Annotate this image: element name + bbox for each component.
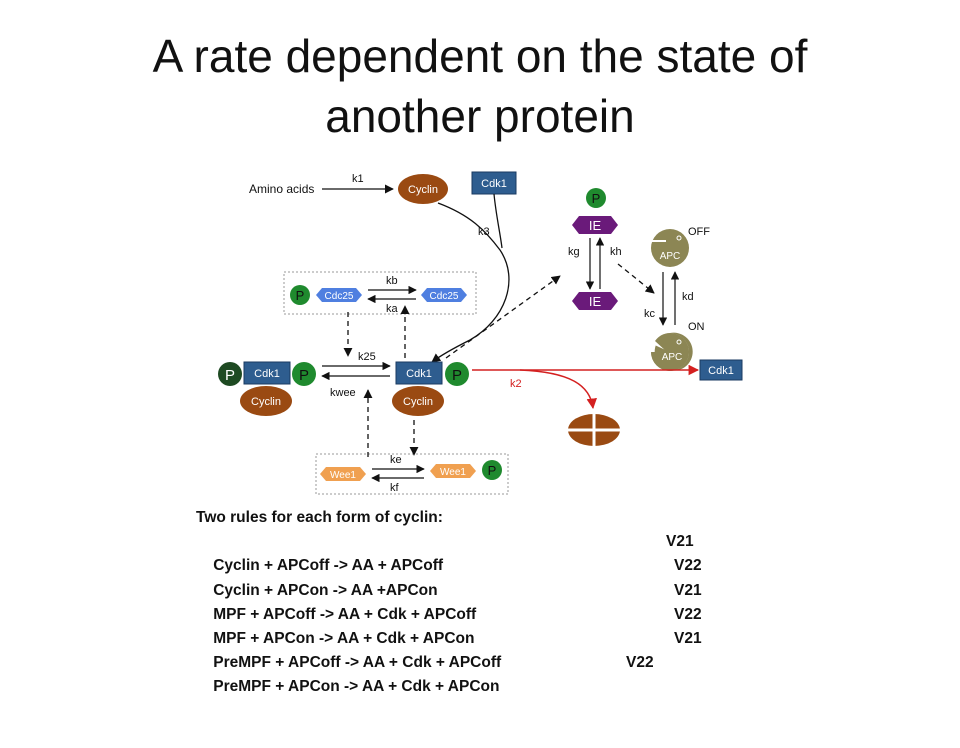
slide-title: A rate dependent on the state of another… — [0, 26, 960, 146]
cdk1-released: Cdk1 — [699, 359, 743, 381]
rule-row: MPF + APCoff -> AA + Cdk + APCoff V21 — [196, 579, 701, 623]
rule-text: Cyclin + APCoff -> AA + APCoff — [213, 557, 444, 575]
rule-row: PreMPF + APCon -> AA + Cdk + APCon V22 — [196, 651, 653, 695]
svg-text:Cyclin: Cyclin — [251, 396, 281, 408]
kd-label: kd — [682, 291, 694, 303]
apc-on: APC ON — [651, 321, 705, 371]
rule-text: MPF + APCoff -> AA + Cdk + APCoff — [213, 605, 477, 623]
svg-text:P: P — [488, 463, 497, 478]
rule-row: PreMPF + APCoff -> AA + Cdk + APCoff V21 — [196, 627, 701, 671]
svg-text:Cdk1: Cdk1 — [254, 368, 280, 380]
title-line-2: another protein — [325, 90, 635, 142]
svg-text:P: P — [299, 367, 309, 384]
k25-label: k25 — [358, 351, 376, 363]
svg-text:APC: APC — [660, 251, 681, 262]
svg-text:Cyclin: Cyclin — [408, 184, 438, 196]
rule-row: Cyclin + APCoff -> AA + APCoff V21 — [196, 530, 693, 574]
svg-text:IE: IE — [589, 294, 602, 309]
ie-phospho: P IE — [572, 188, 618, 234]
kb-label: kb — [386, 275, 398, 287]
cdc25-box — [283, 271, 477, 315]
cdk1-free: Cdk1 — [471, 171, 517, 195]
apc-off: APC OFF — [650, 226, 710, 267]
rule-text: Cyclin + APCon -> AA +APCon — [213, 581, 438, 599]
rule-rate: V21 — [674, 581, 702, 599]
svg-text:Wee1: Wee1 — [440, 467, 466, 478]
k1-label: k1 — [352, 173, 364, 185]
apc-off-label: OFF — [688, 226, 710, 238]
cdk1-joining-line — [493, 193, 503, 249]
kc-label: kc — [644, 308, 656, 320]
rule-rate: V21 — [666, 533, 694, 551]
kg-label: kg — [568, 246, 580, 258]
svg-text:Cdk1: Cdk1 — [481, 178, 507, 190]
rule-text: PreMPF + APCon -> AA + Cdk + APCon — [213, 678, 500, 696]
svg-text:P: P — [296, 288, 305, 303]
rule-rate: V22 — [674, 557, 702, 575]
svg-text:P: P — [452, 367, 462, 384]
k2-label: k2 — [510, 378, 522, 390]
ka-label: ka — [386, 303, 399, 315]
cell-cycle-diagram: Amino acids k1 Cyclin Cdk1 k3 P Cdc25 Cd… — [218, 171, 743, 495]
mpf-ie-activation — [445, 275, 561, 359]
rule-text: PreMPF + APCoff -> AA + Cdk + APCoff — [213, 654, 502, 672]
prempf-complex: P Cdk1 P Cyclin — [218, 361, 316, 416]
svg-text:Cyclin: Cyclin — [403, 396, 433, 408]
rules-header: Two rules for each form of cyclin: — [196, 509, 443, 526]
kwee-label: kwee — [330, 387, 356, 399]
mpf-complex: Cdk1 P Cyclin — [392, 361, 469, 416]
k2-degradation-arrow — [519, 369, 597, 410]
ie-apc-activation — [617, 263, 655, 294]
cdc25-unphospho: Cdc25 — [421, 288, 467, 302]
wee1-phospho: Wee1 P — [430, 460, 502, 480]
svg-text:P: P — [592, 191, 601, 206]
rule-text: MPF + APCon -> AA + Cdk + APCon — [213, 629, 475, 647]
rule-row: MPF + APCon -> AA + Cdk + APCon V22 — [196, 603, 701, 647]
title-line-1: A rate dependent on the state of — [152, 30, 808, 82]
degraded-cyclin-icon — [568, 414, 620, 446]
kh-label: kh — [610, 246, 622, 258]
svg-text:Cdc25: Cdc25 — [430, 291, 459, 302]
rule-rate: V22 — [626, 654, 654, 672]
k3-label: k3 — [478, 226, 490, 238]
reaction-rules: Two rules for each form of cyclin: Cycli… — [196, 506, 702, 695]
svg-text:Cdk1: Cdk1 — [406, 368, 432, 380]
ke-label: ke — [390, 454, 402, 466]
amino-acids-label: Amino acids — [249, 182, 314, 196]
svg-text:Cdk1: Cdk1 — [708, 365, 734, 377]
wee1-unphospho: Wee1 — [320, 467, 366, 481]
svg-text:P: P — [225, 367, 235, 384]
rule-rate: V21 — [674, 629, 702, 647]
cyclin-free: Cyclin — [398, 174, 448, 204]
kf-label: kf — [390, 482, 400, 494]
apc-on-label: ON — [688, 321, 705, 333]
ie-unphospho: IE — [572, 292, 618, 310]
svg-text:APC: APC — [662, 352, 683, 363]
cdc25-phospho: P Cdc25 — [290, 285, 362, 305]
rule-row: Cyclin + APCon -> AA +APCon V22 — [196, 554, 701, 598]
svg-text:IE: IE — [589, 218, 602, 233]
k3-arrow — [431, 202, 510, 363]
svg-text:Cdc25: Cdc25 — [325, 291, 354, 302]
svg-text:Wee1: Wee1 — [330, 470, 356, 481]
rule-rate: V22 — [674, 605, 702, 623]
